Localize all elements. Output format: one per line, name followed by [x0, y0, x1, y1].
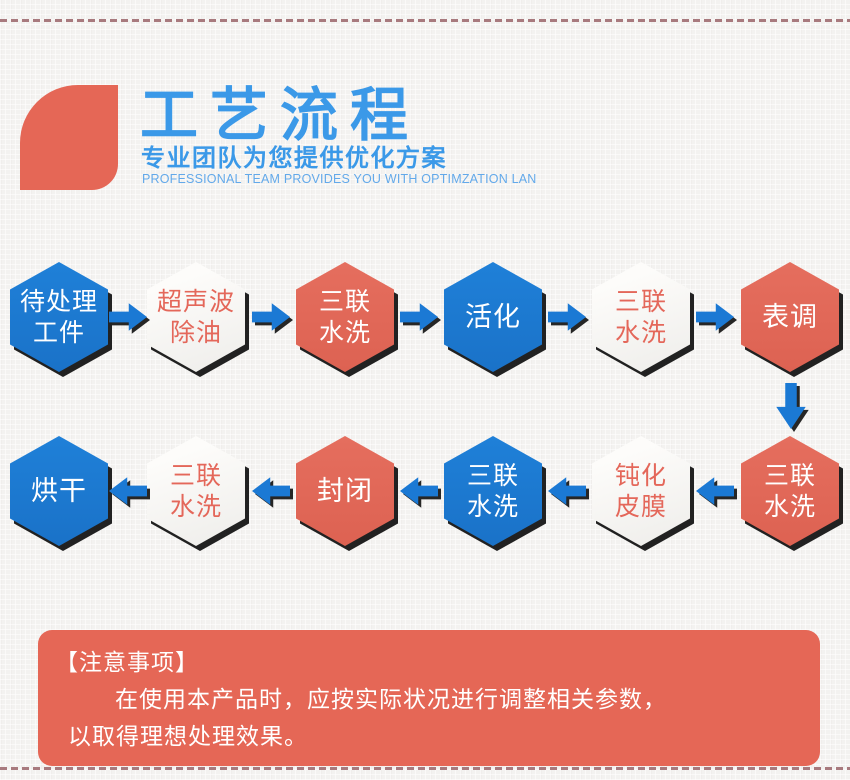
hex-label-line: 除油 — [169, 318, 222, 347]
hex-label-line: 封闭 — [317, 475, 373, 506]
flow-step-plain: 三联水洗 — [592, 262, 690, 372]
flow-step-plain: 超声波除油 — [147, 262, 245, 372]
flow-step-hexagon: 待处理工件 — [10, 262, 108, 372]
flow-step-blue: 三联水洗 — [444, 436, 542, 546]
arrow-left-icon — [548, 476, 586, 506]
hex-label-line: 水洗 — [763, 492, 816, 521]
hex-label-line: 钝化 — [614, 461, 667, 490]
page-title: 工艺流程 — [140, 83, 421, 148]
header-caption-en: PROFESSIONAL TEAM PROVIDES YOU WITH OPTI… — [142, 172, 537, 186]
flow-step-plain: 三联水洗 — [147, 436, 245, 546]
arrow-right-icon — [252, 302, 290, 332]
flow-step-blue: 烘干 — [10, 436, 108, 546]
hex-label-line: 烘干 — [31, 475, 87, 506]
flow-step-hexagon: 三联水洗 — [741, 436, 839, 546]
flow-step-plain: 钝化皮膜 — [592, 436, 690, 546]
hex-label-line: 水洗 — [318, 318, 371, 347]
hex-label-line: 超声波 — [156, 287, 235, 316]
notice-heading: 【注意事项】 — [55, 649, 199, 675]
hex-label-line: 三联 — [466, 461, 519, 490]
flow-step-salmon: 三联水洗 — [296, 262, 394, 372]
top-dashed-divider — [0, 19, 850, 22]
flow-step-hexagon: 烘干 — [10, 436, 108, 546]
arrow-right-icon — [696, 302, 734, 332]
flow-step-hexagon: 表调 — [741, 262, 839, 372]
flow-step-hexagon: 活化 — [444, 262, 542, 372]
leaf-accent-shape — [20, 85, 118, 190]
arrow-glyph — [696, 303, 734, 331]
flow-step-hexagon: 钝化皮膜 — [592, 436, 690, 546]
arrow-glyph — [252, 303, 290, 331]
hex-label-line: 待处理 — [19, 287, 98, 316]
arrow-glyph — [776, 383, 806, 429]
hex-label-line: 水洗 — [614, 318, 667, 347]
notice-line: 在使用本产品时，应按实际状况进行调整相关参数， — [115, 686, 667, 712]
flow-step-blue: 待处理工件 — [10, 262, 108, 372]
arrow-glyph — [400, 477, 438, 505]
arrow-right-icon — [548, 302, 586, 332]
arrow-left-icon — [109, 476, 147, 506]
arrow-right-icon — [400, 302, 438, 332]
arrow-glyph — [548, 477, 586, 505]
bottom-dashed-divider — [0, 767, 850, 770]
flow-step-salmon: 封闭 — [296, 436, 394, 546]
header-subtitle: 专业团队为您提供优化方案 — [141, 145, 447, 172]
hex-label-line: 三联 — [763, 461, 816, 490]
hex-label-line: 皮膜 — [614, 492, 667, 521]
flow-step-blue: 活化 — [444, 262, 542, 372]
notice-line: 以取得理想处理效果。 — [68, 723, 308, 749]
flow-step-salmon: 三联水洗 — [741, 436, 839, 546]
arrow-glyph — [109, 477, 147, 505]
arrow-glyph — [548, 303, 586, 331]
arrow-right-icon — [109, 302, 147, 332]
hex-label-line: 表调 — [762, 301, 818, 332]
arrow-glyph — [109, 303, 147, 331]
arrow-glyph — [252, 477, 290, 505]
hex-label-line: 三联 — [169, 461, 222, 490]
hex-label-line: 活化 — [465, 301, 521, 332]
flow-step-hexagon: 三联水洗 — [444, 436, 542, 546]
hex-label-line: 水洗 — [169, 492, 222, 521]
notice-box: 【注意事项】 在使用本产品时，应按实际状况进行调整相关参数， 以取得理想处理效果… — [38, 630, 820, 766]
hex-label-line: 三联 — [614, 287, 667, 316]
arrow-down-icon — [775, 383, 807, 429]
hex-label-line: 工件 — [32, 318, 85, 347]
arrow-glyph — [696, 477, 734, 505]
flow-step-hexagon: 三联水洗 — [147, 436, 245, 546]
arrow-glyph — [400, 303, 438, 331]
flow-step-hexagon: 三联水洗 — [592, 262, 690, 372]
arrow-left-icon — [252, 476, 290, 506]
flow-step-hexagon: 三联水洗 — [296, 262, 394, 372]
arrow-left-icon — [400, 476, 438, 506]
flow-step-hexagon: 封闭 — [296, 436, 394, 546]
flow-step-salmon: 表调 — [741, 262, 839, 372]
flow-step-hexagon: 超声波除油 — [147, 262, 245, 372]
arrow-left-icon — [696, 476, 734, 506]
hex-label-line: 三联 — [318, 287, 371, 316]
hex-label-line: 水洗 — [466, 492, 519, 521]
